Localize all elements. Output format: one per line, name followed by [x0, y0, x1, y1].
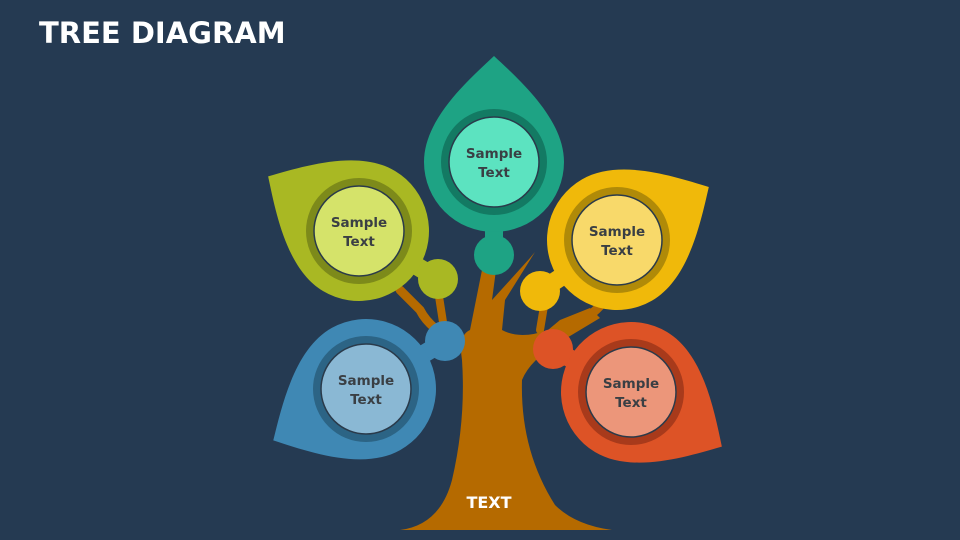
leaf-text-line1: Sample [603, 376, 659, 392]
leaf-inner-circle [448, 116, 540, 208]
leaf-inner-circle [313, 185, 405, 277]
leaf-text-line1: Sample [466, 146, 522, 162]
leaf-inner-circle [585, 346, 677, 438]
leaf-text-line2: Text [350, 392, 382, 408]
leaf-knob [533, 329, 573, 369]
leaf-text-line2: Text [478, 165, 510, 181]
leaf-inner-circle [571, 194, 663, 286]
leaf-knob [520, 271, 560, 311]
leaf-text-line1: Sample [338, 373, 394, 389]
leaf-text-line2: Text [615, 395, 647, 411]
leaf-knob [418, 259, 458, 299]
trunk-label: TEXT [466, 493, 511, 512]
leaf-text-line2: Text [343, 234, 375, 250]
leaf-knob [425, 321, 465, 361]
leaf-text-line1: Sample [589, 224, 645, 240]
leaf-knob [474, 235, 514, 275]
leaf-inner-circle [320, 343, 412, 435]
leaf-text-line2: Text [601, 243, 633, 259]
leaf-text-line1: Sample [331, 215, 387, 231]
slide-title: TREE DIAGRAM [39, 16, 286, 50]
